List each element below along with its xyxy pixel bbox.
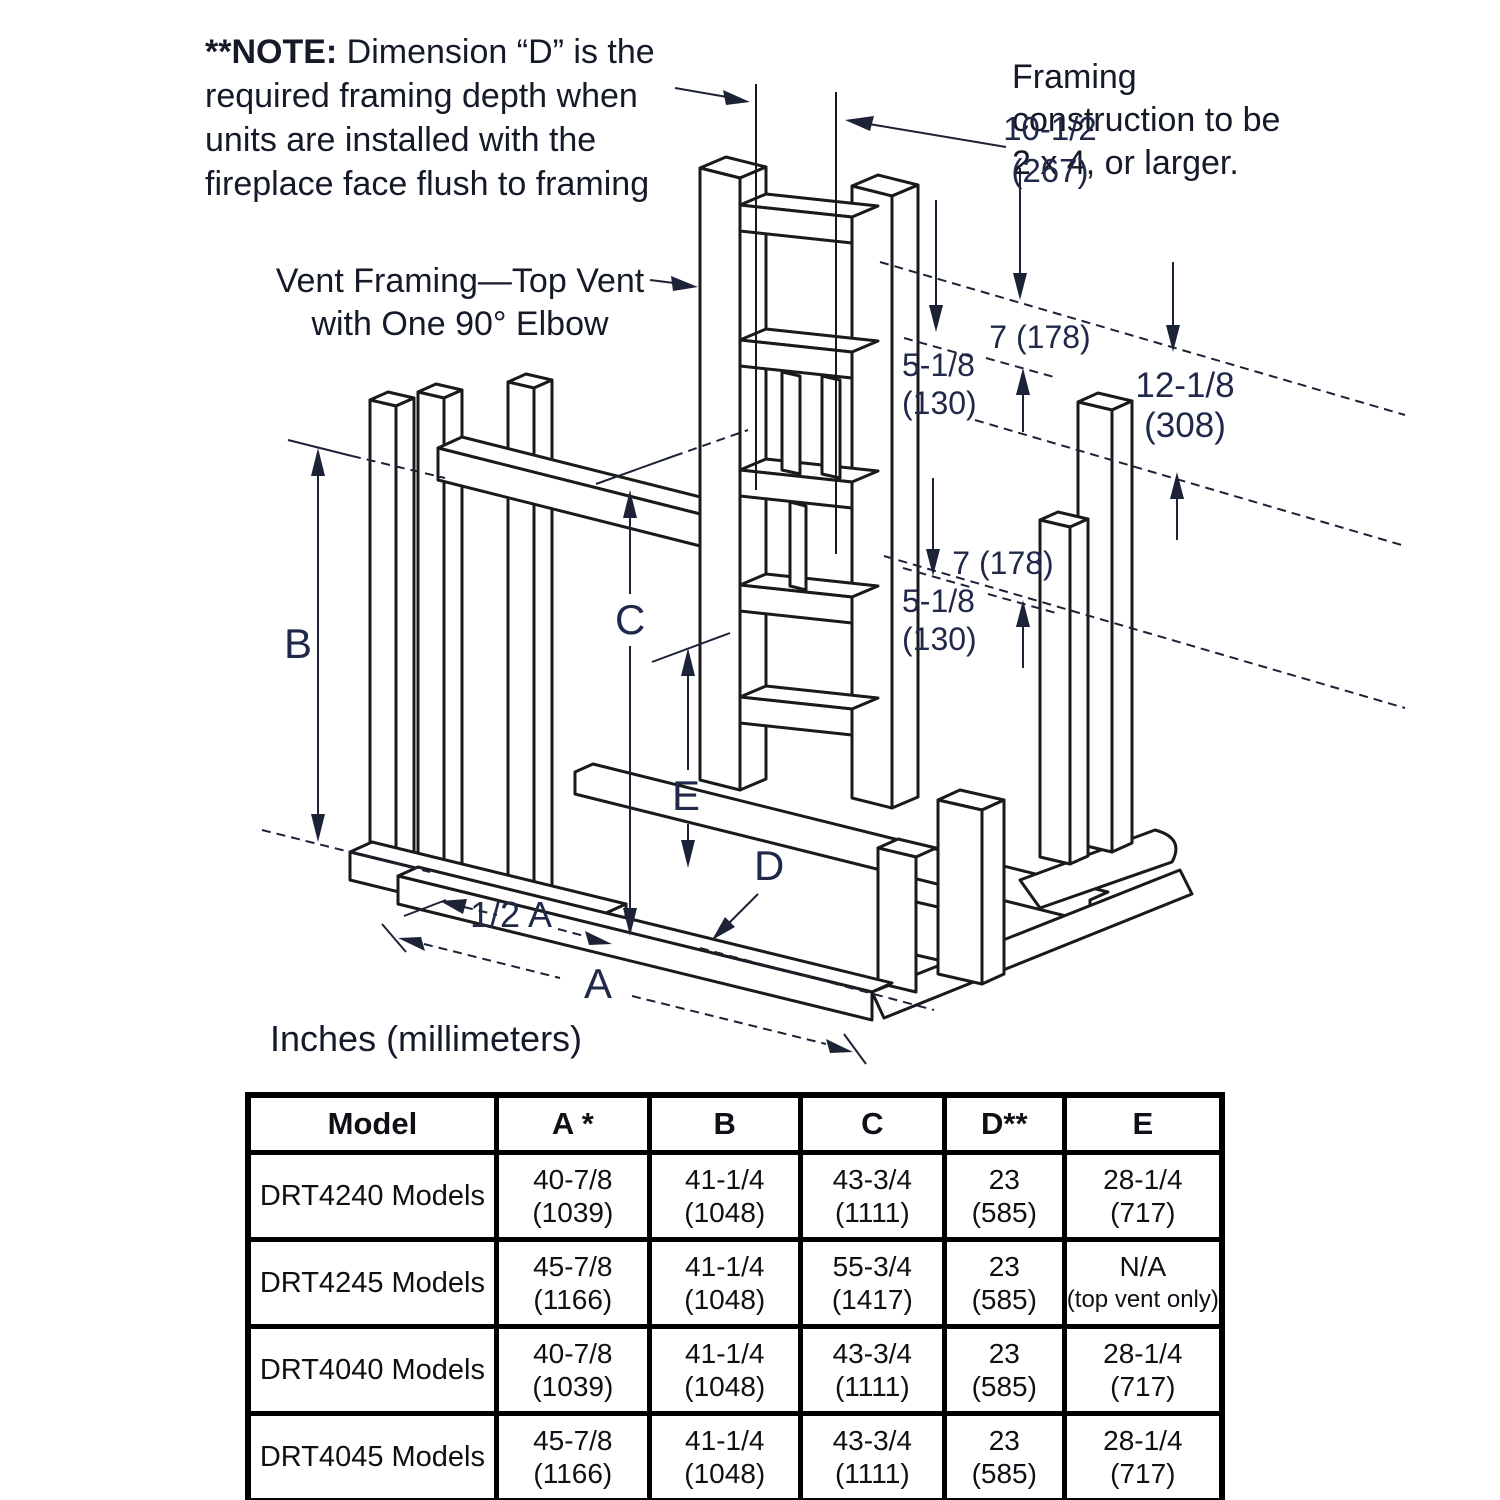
dim-lower-5-value: 5-1/8: [902, 583, 975, 619]
header-d: D**: [941, 1092, 1067, 1155]
value-cell: 40-7/8(1039): [493, 1150, 652, 1242]
value-cell: 40-7/8(1039): [493, 1324, 652, 1416]
right-posts: [1038, 391, 1134, 866]
value-cell: 41-1/4(1048): [646, 1237, 803, 1329]
dim-top-offset: 10-1/2 (267): [985, 108, 1115, 192]
value-cell: 41-1/4(1048): [646, 1411, 803, 1500]
table-header-row: Model A * B C D** E: [245, 1092, 1225, 1155]
dim-label-a: A: [584, 960, 613, 1007]
model-cell: DRT4240 Models: [245, 1150, 499, 1242]
header-a: A *: [493, 1092, 652, 1155]
value-cell: 43-3/4(1111): [797, 1411, 947, 1500]
value-cell: 23(585): [941, 1237, 1067, 1329]
isometric-framing-drawing: [261, 84, 1406, 1065]
dim-label-b: B: [284, 620, 313, 667]
corner-stud-assembly: [876, 788, 1006, 994]
back-sill: [573, 762, 1110, 924]
model-cell: DRT4040 Models: [245, 1324, 499, 1416]
dim-lower-7: 7 (178): [952, 545, 1054, 581]
framing-note-line2: construction to be: [1012, 101, 1281, 139]
header-b: B: [646, 1092, 803, 1155]
note-text: **NOTE: Dimension “D” is the required fr…: [205, 30, 725, 206]
header-c: C: [797, 1092, 947, 1155]
dim-lower-5-1-8: 5-1/8 (130): [902, 582, 977, 658]
framing-construction-note: Framing construction to be 2 x 4, or lar…: [1012, 56, 1280, 185]
vent-label-line2: with One 90° Elbow: [311, 305, 609, 343]
header-model: Model: [245, 1092, 499, 1155]
dim-label-half-a: 1/2 A: [470, 894, 553, 935]
dim-lower-5-mm: (130): [902, 621, 977, 657]
front-sill: [396, 865, 894, 1022]
value-cell: 45-7/8(1166): [493, 1411, 652, 1500]
units-label: Inches (millimeters): [270, 1018, 583, 1059]
note-line3: units are installed with the: [205, 121, 597, 159]
note-prefix: **NOTE:: [205, 33, 338, 71]
dimension-arrowheads: [311, 90, 1184, 1053]
value-cell: 23(585): [941, 1150, 1067, 1242]
framing-note-line1: Framing: [1012, 58, 1137, 96]
value-cell: 43-3/4(1111): [797, 1150, 947, 1242]
value-cell: 28-1/4(717): [1061, 1324, 1225, 1416]
dim-upper-5-value: 5-1/8: [902, 347, 975, 383]
note-line1: Dimension “D” is the: [337, 33, 655, 71]
value-cell: 28-1/4(717): [1061, 1411, 1225, 1500]
framing-structure: [348, 155, 1194, 1022]
dimension-lines: [261, 87, 1406, 1065]
value-cell: 41-1/4(1048): [646, 1150, 803, 1242]
value-cell: 45-7/8(1166): [493, 1237, 652, 1329]
dim-upper-5-mm: (130): [902, 385, 977, 421]
value-cell: 41-1/4(1048): [646, 1324, 803, 1416]
value-cell: 23(585): [941, 1324, 1067, 1416]
vent-extension-lines: [755, 84, 837, 554]
vent-chase: [698, 155, 920, 810]
right-floor-plate: [1018, 828, 1178, 910]
dim-right-offset-value: 12-1/8: [1135, 366, 1235, 405]
note-line4: fireplace face flush to framing: [205, 165, 650, 203]
note-line2: required framing depth when: [205, 77, 638, 115]
dim-label-e: E: [672, 772, 701, 819]
dim-top-offset-value: 10-1/2: [1003, 110, 1097, 147]
dim-upper-7: 7 (178): [989, 319, 1091, 355]
corner-sill: [870, 868, 1194, 1020]
value-cell: 28-1/4(717): [1061, 1150, 1225, 1242]
model-cell: DRT4245 Models: [245, 1237, 499, 1329]
dim-upper-5-1-8: 5-1/8 (130): [902, 346, 977, 422]
dim-top-offset-mm: (267): [1011, 152, 1089, 189]
value-cell: N/A(top vent only): [1061, 1237, 1225, 1329]
vent-label-line1: Vent Framing—Top Vent: [275, 262, 645, 300]
framing-note-line3: 2 x 4, or larger.: [1012, 144, 1239, 182]
dim-label-d: D: [754, 842, 785, 889]
dim-right-offset-mm: (308): [1144, 406, 1226, 445]
value-cell: 55-3/4(1417): [797, 1237, 947, 1329]
vent-framing-label: Vent Framing—Top Vent with One 90° Elbow: [268, 260, 652, 346]
dim-label-c: C: [615, 596, 646, 643]
header-e: E: [1061, 1092, 1225, 1155]
model-cell: DRT4045 Models: [245, 1411, 499, 1500]
value-cell: 43-3/4(1111): [797, 1324, 947, 1416]
dim-right-offset: 12-1/8 (308): [1115, 366, 1255, 446]
value-cell: 23(585): [941, 1411, 1067, 1500]
